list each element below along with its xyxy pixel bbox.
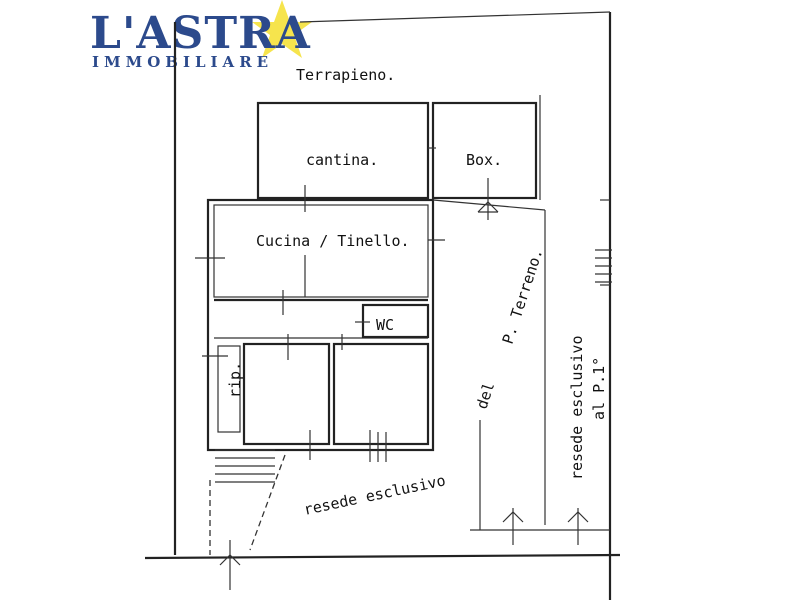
exterior-paths xyxy=(209,199,610,555)
star-icon xyxy=(252,0,312,58)
cucina-label: Cucina / Tinello. xyxy=(256,232,410,250)
resede-esclusivo-label: resede esclusivo xyxy=(302,471,447,519)
box-label: Box. xyxy=(466,151,502,169)
resede-p1-label-line2: al P.1° xyxy=(590,357,608,420)
apartment-walls xyxy=(206,198,435,452)
p-terreno-label: P. Terreno. xyxy=(499,246,547,346)
resede-p1-label-line1: resede esclusivo xyxy=(568,336,586,481)
stairs-left xyxy=(215,449,275,483)
entrance-arrows xyxy=(219,178,610,590)
del-label: del xyxy=(473,380,498,411)
door-marks xyxy=(195,185,445,462)
wc-label: WC xyxy=(376,316,394,334)
brand-tagline: IMMOBILIARE xyxy=(92,53,273,71)
box-room xyxy=(428,101,538,200)
brand-name: L'ASTRA xyxy=(90,8,311,59)
rip-label: rip. xyxy=(226,362,244,398)
cantina-room xyxy=(256,101,430,200)
terrapieno-label: Terrapieno. xyxy=(296,66,395,84)
site-boundary xyxy=(144,11,621,600)
brand-logo: L'ASTRA IMMOBILIARE xyxy=(90,0,312,71)
stairs-right xyxy=(595,249,612,283)
cantina-label: cantina. xyxy=(306,151,378,169)
